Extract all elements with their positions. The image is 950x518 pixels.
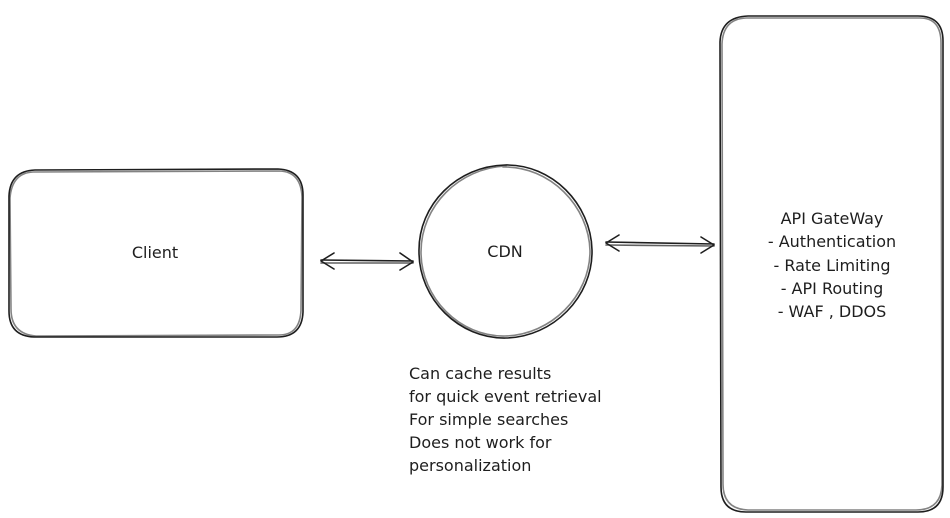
cdn-note-line-2: for quick event retrieval xyxy=(409,387,602,406)
cdn-note-line-1: Can cache results xyxy=(409,364,551,383)
cdn-label: CDN xyxy=(487,242,522,261)
gateway-box-sketch xyxy=(721,17,943,511)
arrow-cdn-gateway xyxy=(605,234,715,254)
gateway-node[interactable]: API GateWay - Authentication - Rate Limi… xyxy=(719,15,944,513)
gateway-box xyxy=(719,15,944,513)
cdn-note-line-5: personalization xyxy=(409,456,531,475)
client-box-sketch xyxy=(9,170,303,337)
cdn-circle xyxy=(418,164,593,339)
gateway-title: API GateWay xyxy=(781,209,884,228)
cdn-note: Can cache results for quick event retrie… xyxy=(409,364,602,475)
cdn-node[interactable]: CDN xyxy=(418,164,593,339)
gateway-line-waf-ddos: - WAF , DDOS xyxy=(778,302,887,321)
gateway-line-rate-limiting: - Rate Limiting xyxy=(773,256,890,275)
client-box xyxy=(8,168,304,338)
client-label: Client xyxy=(132,243,178,262)
cdn-circle-sketch xyxy=(420,165,591,337)
client-node[interactable]: Client xyxy=(8,168,304,338)
arrow-client-cdn xyxy=(320,252,414,271)
cdn-note-line-4: Does not work for xyxy=(409,433,552,452)
gateway-line-authentication: - Authentication xyxy=(768,232,896,251)
cdn-note-line-3: For simple searches xyxy=(409,410,568,429)
gateway-line-api-routing: - API Routing xyxy=(781,279,884,298)
